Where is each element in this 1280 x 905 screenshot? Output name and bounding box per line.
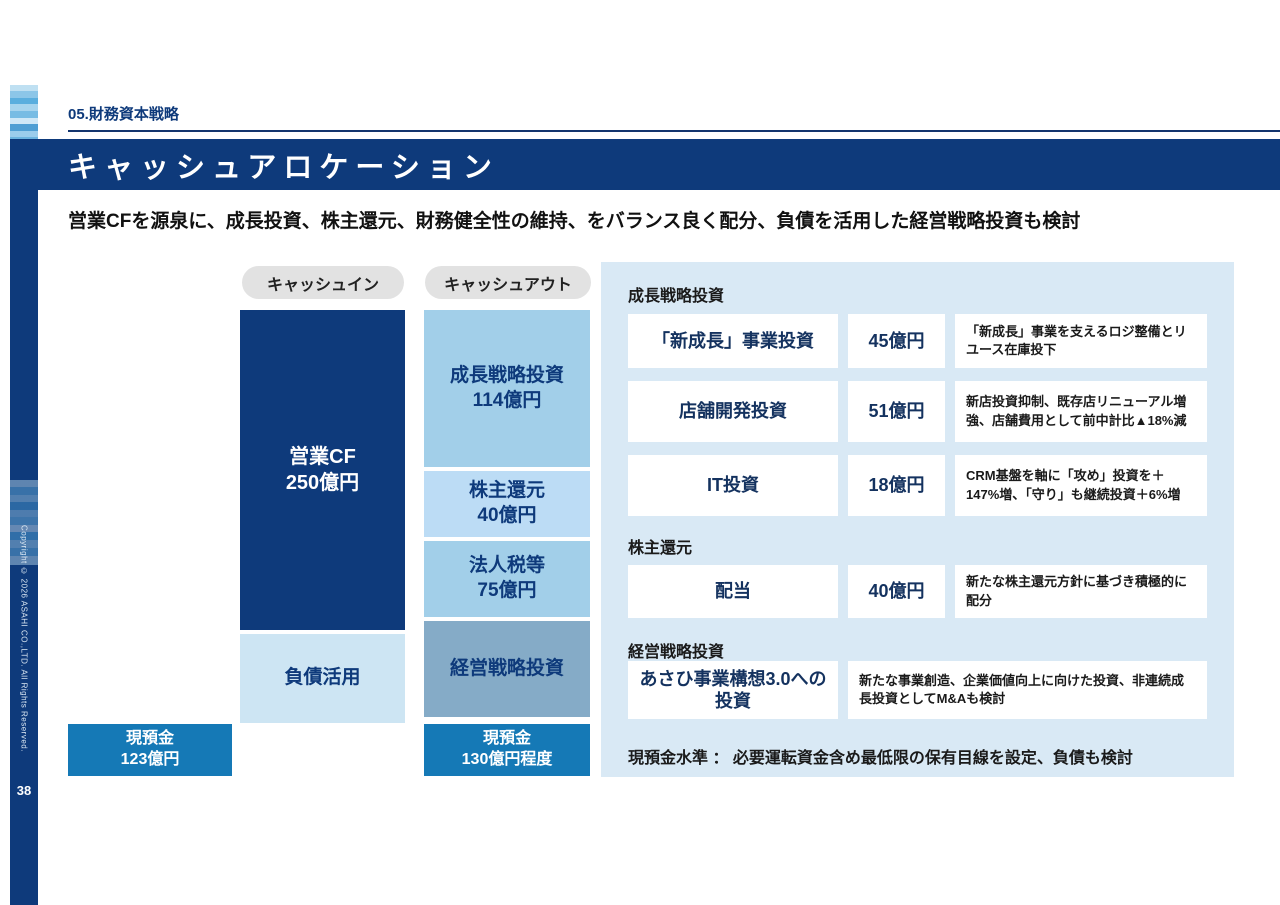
subtitle: 営業CFを源泉に、成長投資、株主還元、財務健全性の維持、をバランス良く配分、負債… bbox=[68, 211, 1081, 232]
accent-stripes-top bbox=[10, 85, 38, 143]
debt-block: 負債活用 bbox=[240, 634, 405, 723]
cash-out-base-label: 現預金 bbox=[482, 730, 531, 748]
strategic-investment-block: 経営戦略投資 bbox=[424, 621, 590, 717]
cash-in-base-value: 123億円 bbox=[120, 751, 180, 768]
growth-row-name: 「新成長」事業投資 bbox=[628, 314, 838, 368]
accent-stripes-middle bbox=[10, 480, 38, 565]
shareholder-row-desc: 新たな株主還元方針に基づき積極的に配分 bbox=[955, 565, 1207, 618]
corporate-tax-block: 法人税等 75億円 bbox=[424, 541, 590, 617]
growth-row-amount: 18億円 bbox=[848, 455, 945, 516]
shareholder-value: 40億円 bbox=[477, 505, 537, 526]
shareholder-return-block: 株主還元 40億円 bbox=[424, 471, 590, 537]
cash-out-base-block: 現預金 130億円程度 bbox=[424, 724, 590, 776]
shareholder-row-amount: 40億円 bbox=[848, 565, 945, 618]
growth-section-heading: 成長戦略投資 bbox=[628, 288, 725, 305]
shareholder-section-heading: 株主還元 bbox=[628, 540, 693, 557]
growth-row-name: 店舗開発投資 bbox=[628, 381, 838, 442]
growth-row-amount: 51億円 bbox=[848, 381, 945, 442]
page-number: 38 bbox=[16, 783, 32, 798]
operating-cf-label: 営業CF bbox=[289, 446, 356, 468]
page-title: キャッシュアロケーション bbox=[68, 151, 499, 184]
operating-cf-value: 250億円 bbox=[285, 472, 360, 494]
strategic-label: 経営戦略投資 bbox=[449, 657, 564, 679]
cash-level-footnote: 現預金水準 ： 必要運転資金含め最低限の保有目線を設定、負債も検討 bbox=[628, 750, 1133, 767]
growth-row-desc: 「新成長」事業を支えるロジ整備とリユース在庫投下 bbox=[955, 314, 1207, 368]
growth-investment-block: 成長戦略投資 114億円 bbox=[424, 310, 590, 467]
growth-row-desc: CRM基盤を軸に「攻め」投資を＋147%増、「守り」も継続投資＋6%増 bbox=[955, 455, 1207, 516]
shareholder-label: 株主還元 bbox=[468, 480, 545, 502]
operating-cf-block: 営業CF 250億円 bbox=[240, 310, 405, 630]
section-label: 05.財務資本戦略 bbox=[68, 106, 179, 123]
growth-row-amount: 45億円 bbox=[848, 314, 945, 368]
tax-value: 75億円 bbox=[477, 580, 537, 601]
debt-label: 負債活用 bbox=[284, 667, 361, 689]
strategic-row-desc: 新たな事業創造、企業価値向上に向けた投資、非連続成長投資としてM&Aも検討 bbox=[848, 661, 1207, 719]
cash-out-pill: キャッシュアウト bbox=[425, 266, 591, 299]
detail-panel: 成長戦略投資 「新成長」事業投資 45億円 「新成長」事業を支えるロジ整備とリユ… bbox=[601, 262, 1234, 777]
growth-row-name: IT投資 bbox=[628, 455, 838, 516]
tax-label: 法人税等 bbox=[468, 555, 545, 577]
growth-label: 成長戦略投資 bbox=[449, 364, 564, 386]
cash-out-base-value: 130億円程度 bbox=[461, 751, 553, 768]
growth-value: 114億円 bbox=[472, 389, 542, 411]
left-accent-bar: Copyright © 2026 ASAHI CO.,LTD. All Righ… bbox=[10, 85, 38, 905]
cash-in-pill: キャッシュイン bbox=[242, 266, 404, 299]
cash-in-base-label: 現預金 bbox=[125, 730, 174, 748]
cash-in-base-block: 現預金 123億円 bbox=[68, 724, 232, 776]
growth-row-desc: 新店投資抑制、既存店リニューアル増強、店舗費用として前中計比▲18%減 bbox=[955, 381, 1207, 442]
title-bar: キャッシュアロケーション bbox=[10, 139, 1280, 190]
header-rule bbox=[68, 130, 1280, 132]
strategic-section-heading: 経営戦略投資 bbox=[628, 644, 725, 661]
copyright-text: Copyright © 2026 ASAHI CO.,LTD. All Righ… bbox=[19, 525, 29, 752]
strategic-row-name: あさひ事業構想3.0への投資 bbox=[628, 661, 838, 719]
shareholder-row-name: 配当 bbox=[628, 565, 838, 618]
